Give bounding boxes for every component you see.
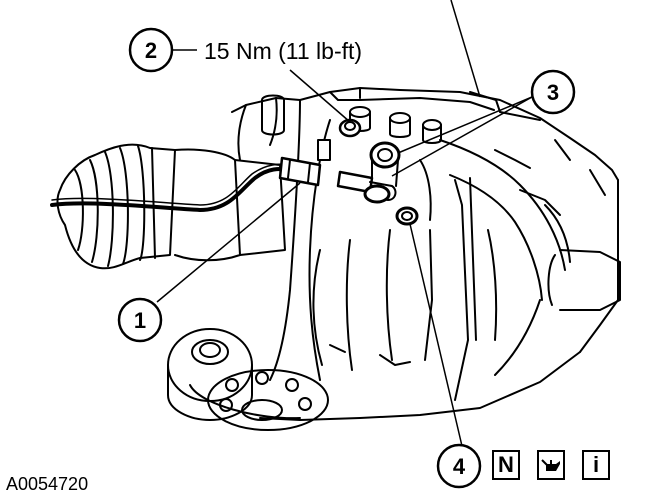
new-part-icon: N bbox=[492, 450, 520, 480]
callout-1: 1 bbox=[117, 297, 163, 343]
vent-tube bbox=[50, 167, 292, 212]
leader-line-1 bbox=[156, 182, 301, 303]
o-ring bbox=[395, 206, 419, 226]
vent-tube-outer bbox=[51, 163, 291, 206]
vent-fitting bbox=[336, 141, 401, 204]
callout-4: 4 bbox=[436, 443, 482, 489]
differential-housing bbox=[231, 87, 621, 421]
svg-text:2: 2 bbox=[145, 38, 157, 63]
leader-line-4 bbox=[409, 223, 463, 447]
figure-id: A0054720 bbox=[6, 474, 89, 494]
leader-line-3 bbox=[397, 96, 533, 154]
callout-2: 2 bbox=[128, 27, 174, 73]
information-label: i bbox=[592, 452, 600, 477]
vent-clip bbox=[278, 139, 331, 187]
leader-line-2b bbox=[289, 69, 351, 123]
housing-bosses bbox=[261, 94, 442, 144]
leader-line-top bbox=[450, 0, 481, 98]
bolt bbox=[338, 118, 362, 138]
oil-can-icon bbox=[537, 450, 565, 480]
callout-3: 3 bbox=[530, 69, 576, 115]
svg-text:4: 4 bbox=[453, 454, 466, 479]
leader-line-3b bbox=[391, 96, 533, 177]
information-icon: i bbox=[582, 450, 610, 480]
new-part-label: N bbox=[498, 452, 514, 477]
torque-spec-label: 15 Nm (11 lb-ft) bbox=[204, 38, 362, 64]
axle-flange bbox=[167, 328, 329, 431]
svg-text:3: 3 bbox=[547, 80, 559, 105]
oil-can-glyph bbox=[541, 459, 560, 471]
svg-text:1: 1 bbox=[134, 308, 146, 333]
